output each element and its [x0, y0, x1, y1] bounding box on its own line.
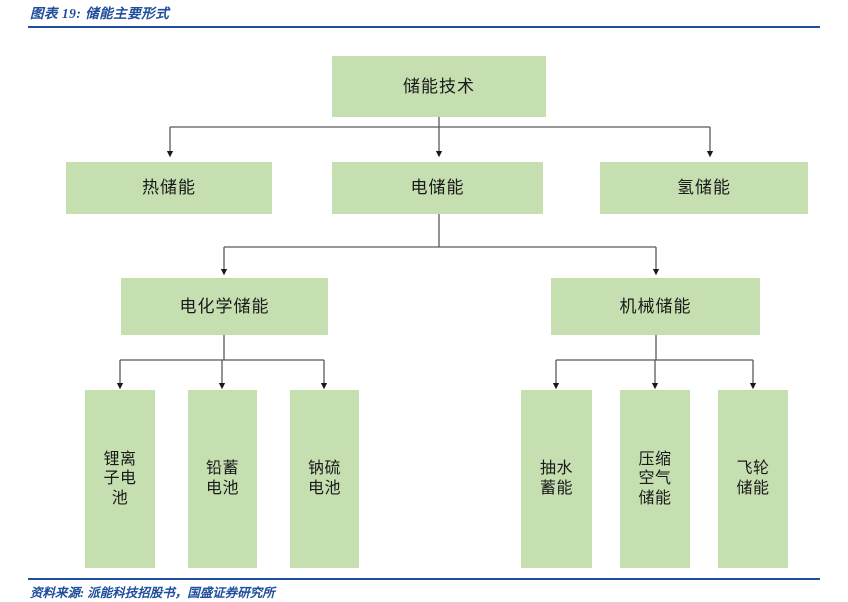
- node-hydrogen-storage[interactable]: 氢储能: [600, 162, 808, 214]
- node-label: 锂离 子电 池: [103, 450, 137, 507]
- footer-divider: [28, 578, 820, 580]
- figure-title: 图表 19: 储能主要形式: [30, 6, 170, 21]
- node-compressed-air-storage[interactable]: 压缩 空气 储能: [620, 390, 690, 568]
- tree-diagram: 储能技术 热储能 电储能 氢储能 电化学储能 机械储能 锂离 子电 池 铅蓄 电…: [0, 30, 848, 576]
- node-sodium-sulfur-battery[interactable]: 钠硫 电池: [290, 390, 359, 568]
- title-divider: [28, 26, 820, 28]
- node-label: 氢储能: [677, 178, 731, 198]
- node-label: 抽水 蓄能: [539, 460, 573, 497]
- node-label: 热储能: [142, 178, 196, 198]
- node-flywheel-storage[interactable]: 飞轮 储能: [718, 390, 788, 568]
- node-label: 电储能: [410, 178, 465, 198]
- node-electrochemical-storage[interactable]: 电化学储能: [121, 278, 328, 335]
- node-lithium-ion-battery[interactable]: 锂离 子电 池: [85, 390, 155, 568]
- node-label: 钠硫 电池: [307, 460, 341, 497]
- node-electric-storage[interactable]: 电储能: [332, 162, 543, 214]
- node-label: 储能技术: [403, 76, 475, 96]
- node-root[interactable]: 储能技术: [332, 56, 546, 117]
- node-label: 机械储能: [619, 296, 692, 316]
- node-label: 飞轮 储能: [736, 460, 770, 497]
- source-note: 资料来源: 派能科技招股书，国盛证券研究所: [30, 586, 275, 600]
- node-thermal-storage[interactable]: 热储能: [66, 162, 272, 214]
- node-mechanical-storage[interactable]: 机械储能: [551, 278, 760, 335]
- node-label: 电化学储能: [179, 296, 270, 316]
- node-lead-acid-battery[interactable]: 铅蓄 电池: [188, 390, 257, 568]
- node-label: 压缩 空气 储能: [638, 450, 672, 507]
- node-pumped-hydro-storage[interactable]: 抽水 蓄能: [521, 390, 592, 568]
- node-label: 铅蓄 电池: [205, 460, 239, 497]
